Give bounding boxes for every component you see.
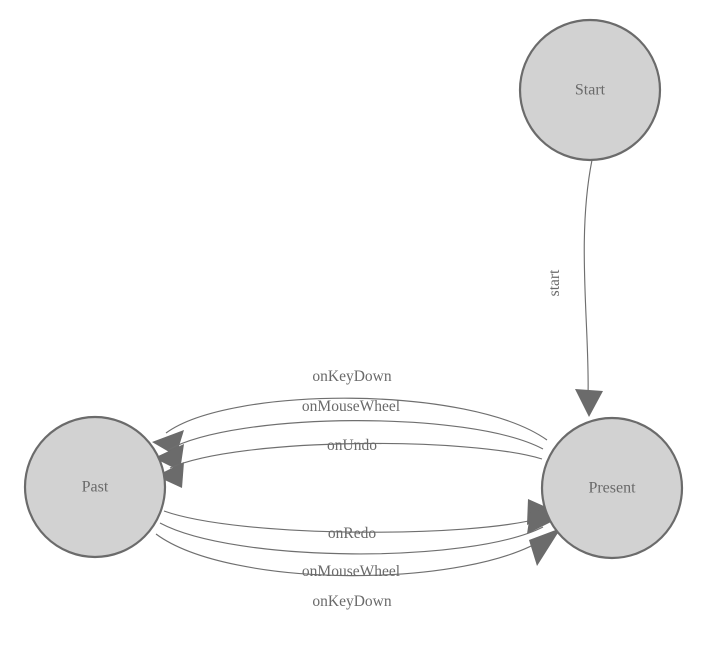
node-label-past: Past — [82, 479, 109, 496]
node-circle-start[interactable] — [518, 18, 662, 162]
edge-path-present-to-past-1 — [165, 397, 548, 441]
arrowhead-icon-past-to-present-2 — [527, 507, 557, 534]
node-label-start: Start — [575, 82, 606, 99]
node-past[interactable]: Past — [23, 415, 167, 559]
edge-label-present-to-past-3: onUndo — [327, 437, 377, 454]
edge-label-present-to-past-2: onMouseWheel — [302, 398, 400, 415]
edge-path-present-to-past-3 — [169, 442, 543, 469]
edge-path-past-to-present-2 — [159, 522, 544, 555]
edge-start-to-present — [575, 159, 603, 417]
edge-present-to-past-2 — [154, 420, 544, 471]
edges-layer — [152, 159, 603, 577]
arrowhead-icon-past-to-present-3 — [529, 528, 561, 566]
edge-label-past-to-present-3: onKeyDown — [312, 593, 391, 610]
edge-label-past-to-present-1: onRedo — [328, 525, 376, 542]
edge-past-to-present-3 — [155, 528, 561, 577]
edge-label-past-to-present-2: onMouseWheel — [302, 563, 400, 580]
arrowhead-icon-present-to-past-2 — [154, 444, 184, 471]
edge-path-present-to-past-2 — [167, 420, 544, 451]
arrowhead-icon-present-to-past-3 — [156, 462, 184, 488]
edge-present-to-past-3 — [156, 442, 543, 488]
edge-path-past-to-present-3 — [155, 533, 548, 577]
arrowhead-icon-start-to-present — [575, 389, 603, 417]
node-start[interactable]: Start — [518, 18, 662, 162]
edge-path-past-to-present-1 — [163, 510, 542, 533]
node-present[interactable]: Present — [540, 416, 684, 560]
node-circle-past[interactable] — [23, 415, 167, 559]
edge-past-to-present-2 — [159, 507, 557, 555]
edge-labels-layer: start onKeyDown onMouseWheel onUndo onRedo on… — [302, 269, 563, 610]
node-label-present: Present — [588, 480, 636, 497]
edge-path-start-to-present — [583, 159, 593, 399]
edge-label-start-to-present: start — [546, 269, 563, 296]
node-circle-present[interactable] — [540, 416, 684, 560]
edge-label-present-to-past-1: onKeyDown — [312, 368, 391, 385]
